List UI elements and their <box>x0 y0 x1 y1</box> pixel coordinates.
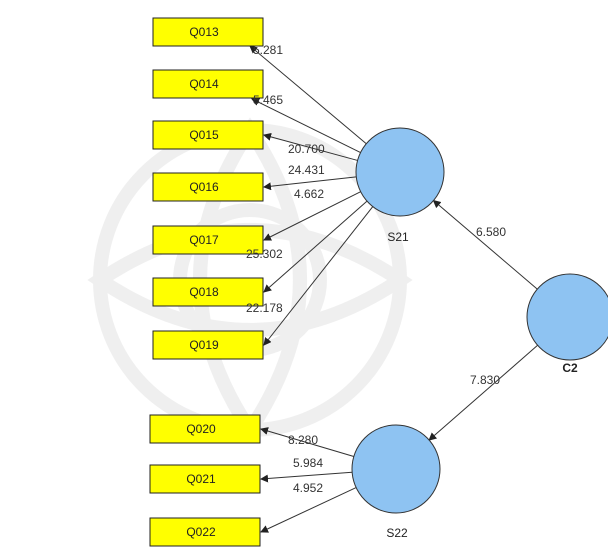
indicator-label-q013: Q013 <box>189 25 219 39</box>
indicator-box-q013[interactable] <box>152 17 264 47</box>
indicator-box-q015[interactable] <box>152 120 264 150</box>
loading-value-q020: 8.280 <box>288 433 318 447</box>
loading-value-q018: 25.302 <box>246 247 283 261</box>
loading-value-q019: 22.178 <box>246 301 283 315</box>
construct-label-s21: S21 <box>387 230 409 244</box>
indicator-label-q022: Q022 <box>186 525 216 539</box>
loading-arrow-q020 <box>260 427 354 457</box>
indicator-label-q015: Q015 <box>189 128 219 142</box>
indicator-box-q022[interactable] <box>149 517 261 547</box>
loading-value-q013: 5.281 <box>253 43 283 57</box>
loading-value-q022: 4.952 <box>293 481 323 495</box>
path-coefficient-s22: 7.830 <box>470 373 500 387</box>
indicator-label-q018: Q018 <box>189 285 219 299</box>
loading-value-q014: 5.465 <box>253 93 283 107</box>
structural-path-s22 <box>428 344 538 441</box>
labels-layer: 5.281 5.465 20.700 24.431 4.662 25.302 22.178 8… <box>246 43 506 495</box>
construct-circle-s22[interactable] <box>351 424 441 514</box>
indicator-label-q020: Q020 <box>186 422 216 436</box>
indicator-label-q019: Q019 <box>189 338 219 352</box>
loading-value-q015: 20.700 <box>288 142 325 156</box>
loading-value-q017: 4.662 <box>294 187 324 201</box>
construct-circle-s21[interactable] <box>355 127 445 217</box>
loading-arrow-q022 <box>260 487 357 533</box>
loading-arrow-q013 <box>249 45 367 145</box>
indicator-box-q019[interactable] <box>152 330 264 360</box>
path-coefficient-s21: 6.580 <box>476 225 506 239</box>
loading-arrow-q021 <box>260 471 353 483</box>
construct-circle-c2[interactable] <box>526 273 608 361</box>
indicator-box-q020[interactable] <box>149 414 261 444</box>
loading-value-q016: 24.431 <box>288 163 325 177</box>
indicator-label-q021: Q021 <box>186 472 216 486</box>
loading-value-q021: 5.984 <box>293 456 323 470</box>
indicator-label-q016: Q016 <box>189 180 219 194</box>
loading-arrow-q019 <box>263 206 374 346</box>
loading-arrow-q017 <box>263 191 361 241</box>
indicator-box-q017[interactable] <box>152 225 264 255</box>
structural-path-s21 <box>432 199 538 290</box>
loading-arrow-q018 <box>263 200 368 293</box>
lines-layer <box>249 45 538 533</box>
indicator-label-q014: Q014 <box>189 77 219 91</box>
construct-label-c2: C2 <box>562 361 578 375</box>
loading-arrow-q014 <box>251 98 361 153</box>
construct-label-s22: S22 <box>386 526 408 540</box>
loading-arrow-q015 <box>263 132 358 161</box>
indicator-box-q018[interactable] <box>152 277 264 307</box>
indicator-box-q014[interactable] <box>152 69 264 99</box>
loading-arrow-q016 <box>263 176 357 191</box>
indicator-label-q017: Q017 <box>189 233 219 247</box>
nodes-layer: Q013Q014Q015Q016Q017Q018Q019Q020Q021Q022… <box>149 17 608 547</box>
indicator-box-q021[interactable] <box>149 464 261 494</box>
indicator-box-q016[interactable] <box>152 172 264 202</box>
